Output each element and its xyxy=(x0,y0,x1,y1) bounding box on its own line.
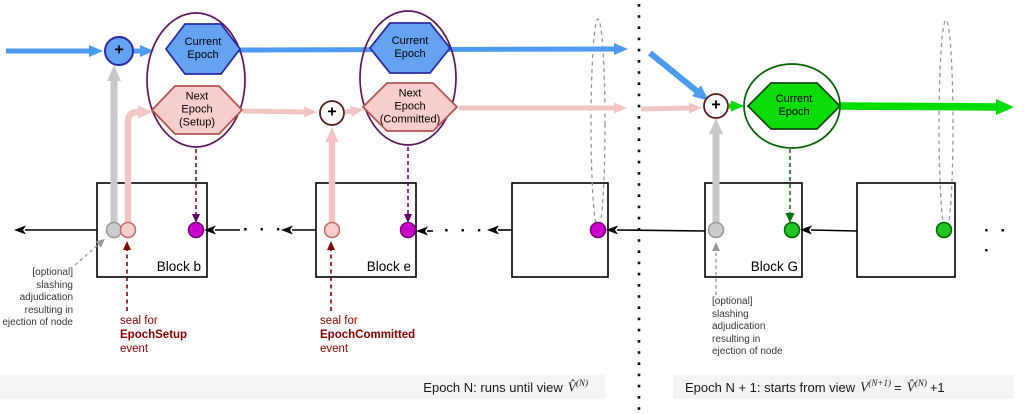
hexagon-current-epoch-2 xyxy=(368,22,452,74)
plus-sign: + xyxy=(327,103,337,121)
blue-epoch-arrow-diagonal xyxy=(648,50,709,101)
epoch-committed-seal-dot xyxy=(323,221,341,239)
epoch-start-dot-green xyxy=(935,221,953,239)
hexagon-next-epoch-committed xyxy=(361,82,459,132)
hexagon-next-epoch-setup xyxy=(150,85,244,135)
pink-next-epoch-arrow xyxy=(640,102,702,114)
current-epoch-label: Current Epoch xyxy=(184,36,222,61)
green-epoch-arrow xyxy=(839,98,1014,115)
chain-ellipsis: · · · xyxy=(444,221,486,240)
next-epoch-committed-label: Next Epoch (Committed) xyxy=(379,87,441,126)
chain-ellipsis: · · · xyxy=(984,221,1010,260)
hexagon-current-epoch-green xyxy=(746,82,842,130)
pink-next-epoch-arrow xyxy=(344,105,364,117)
epoch-n1-footer-text: Epoch N + 1: starts from view xyxy=(685,379,856,395)
current-epoch-green-label: Current Epoch xyxy=(775,93,813,118)
service-event-dot-magenta xyxy=(589,221,607,239)
block-g-label: Block G xyxy=(750,259,798,274)
current-epoch-label: Current Epoch xyxy=(391,35,429,60)
plus-junction-right xyxy=(703,93,729,119)
hexagon-current-epoch-1 xyxy=(164,23,242,75)
slashing-note-right: [optional] slashing adjudication resulti… xyxy=(712,296,783,357)
plus-junction-blue xyxy=(104,36,134,66)
epoch-start-dot-green xyxy=(783,221,801,239)
epoch-pair-ellipse-1 xyxy=(146,12,246,148)
chain-arrow xyxy=(606,225,706,235)
block-e-label: Block e xyxy=(366,259,411,274)
block-b-label: Block b xyxy=(156,259,201,274)
epoch-n-footer-text: Epoch N: runs until view xyxy=(423,379,563,395)
plus-sign: + xyxy=(711,96,721,114)
service-event-dot-magenta xyxy=(399,221,417,239)
chain-ellipsis: · · · xyxy=(243,220,285,239)
slashing-seal-dot-gray xyxy=(105,221,123,239)
plus-sign: + xyxy=(114,41,124,59)
slashing-note-pointer xyxy=(74,238,106,266)
epoch-setup-seal-dot xyxy=(119,221,137,239)
slashing-note-left: [optional] slashing adjudication resulti… xyxy=(2,267,73,328)
slashing-seal-dot-gray xyxy=(707,221,725,239)
next-epoch-setup-label: Next Epoch (Setup) xyxy=(178,90,216,129)
plus-junction-mid xyxy=(319,100,345,126)
pink-seal-to-setup-arrow xyxy=(124,105,153,236)
service-event-dot-magenta xyxy=(187,221,205,239)
chain-arrow xyxy=(800,225,858,235)
pink-next-epoch-arrow xyxy=(242,106,317,118)
epoch-pair-ellipse-2 xyxy=(359,10,457,146)
